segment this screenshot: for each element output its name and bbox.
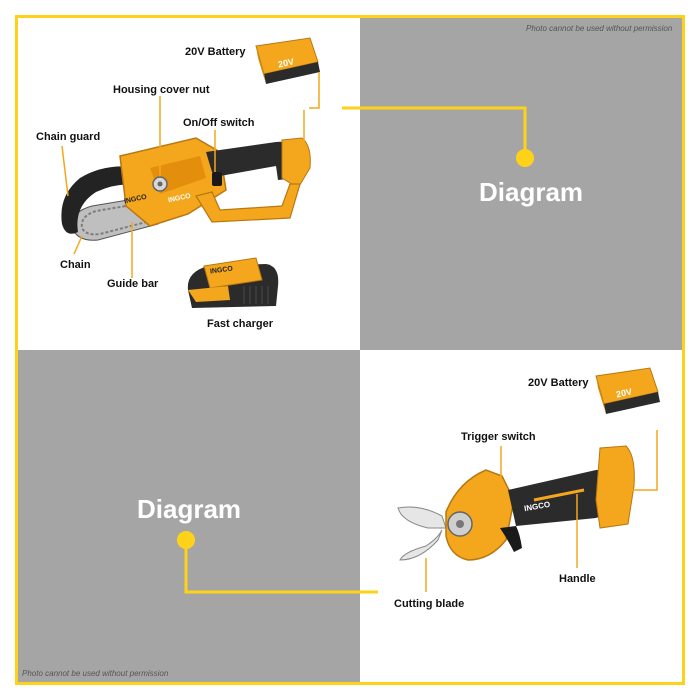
label-chain: Chain [60,259,91,271]
pruner-illustration [397,445,635,561]
permission-notice-bottom: Photo cannot be used without permission [22,669,169,678]
label-on-off-switch: On/Off switch [183,117,255,129]
label-trigger-switch: Trigger switch [461,431,536,443]
pruner-handle [508,469,614,526]
label-chain-guard: Chain guard [36,131,101,143]
connector-bottom [177,531,378,594]
label-pruner-battery: 20V Battery [528,377,589,389]
diagram-title-bottom: Diagram [137,494,242,524]
chainsaw-battery [255,37,320,84]
chainsaw-illustration [61,137,311,241]
gray-panel-top-right [360,18,682,350]
pruner-leader-lines [425,430,658,592]
chainsaw-handle [206,141,296,180]
yellow-frame [15,15,685,685]
label-housing-cover-nut: Housing cover nut [113,84,210,96]
chainsaw-base-loop [195,183,301,223]
fast-charger [187,257,279,308]
permission-notice-top: Photo cannot be used without permission [526,24,673,33]
label-fast-charger: Fast charger [207,318,274,330]
cutting-blade [399,529,443,561]
label-cutting-blade: Cutting blade [394,598,465,610]
label-guide-bar: Guide bar [107,278,159,290]
on-off-switch [212,172,222,186]
connector-top [342,106,534,167]
pruner-battery [595,367,660,414]
pruner-head [445,469,515,561]
chainsaw-leader-lines [61,72,320,278]
chainsaw-battery-mount [281,137,311,189]
upper-blade [397,506,447,529]
diagram-title-top: Diagram [479,177,584,207]
pruner-battery-mount [595,445,635,529]
trigger-switch [500,526,522,552]
gray-panel-bottom-left [18,350,360,682]
label-chainsaw-battery: 20V Battery [185,46,246,58]
label-handle: Handle [559,573,596,585]
